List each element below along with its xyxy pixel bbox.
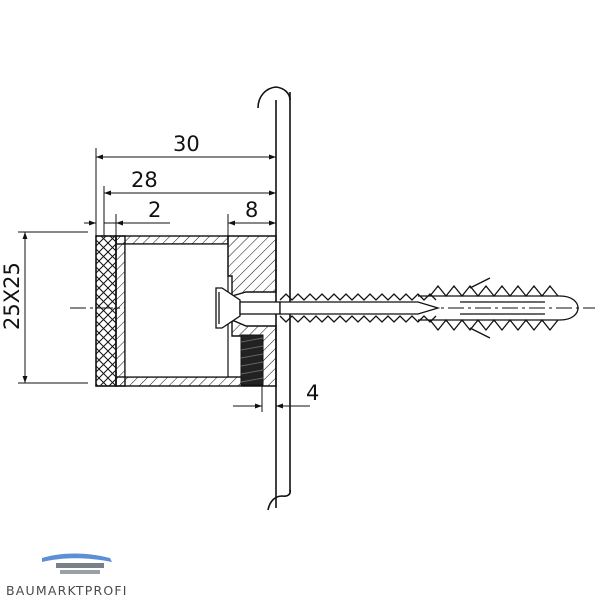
dim-label-30: 30 bbox=[173, 132, 200, 156]
dimension-8 bbox=[227, 214, 276, 236]
mount-insert bbox=[227, 235, 277, 387]
brand-logo-text: BAUMARKTPROFI bbox=[6, 583, 128, 598]
dimension-25x25 bbox=[18, 231, 88, 384]
dim-label-28: 28 bbox=[131, 168, 158, 192]
wall-plug bbox=[418, 277, 579, 339]
logo-roof-icon bbox=[42, 553, 112, 574]
dimension-4 bbox=[233, 386, 310, 412]
dim-label-25x25: 25X25 bbox=[0, 262, 24, 330]
wood-screw bbox=[215, 287, 441, 329]
dimension-28 bbox=[103, 186, 276, 236]
dim-label-8: 8 bbox=[245, 198, 258, 222]
dimension-30 bbox=[95, 148, 276, 236]
profile-section bbox=[95, 235, 245, 387]
dimension-2 bbox=[84, 214, 170, 236]
wall bbox=[257, 86, 291, 511]
dim-label-2: 2 bbox=[148, 198, 161, 222]
dim-label-4: 4 bbox=[306, 381, 319, 405]
